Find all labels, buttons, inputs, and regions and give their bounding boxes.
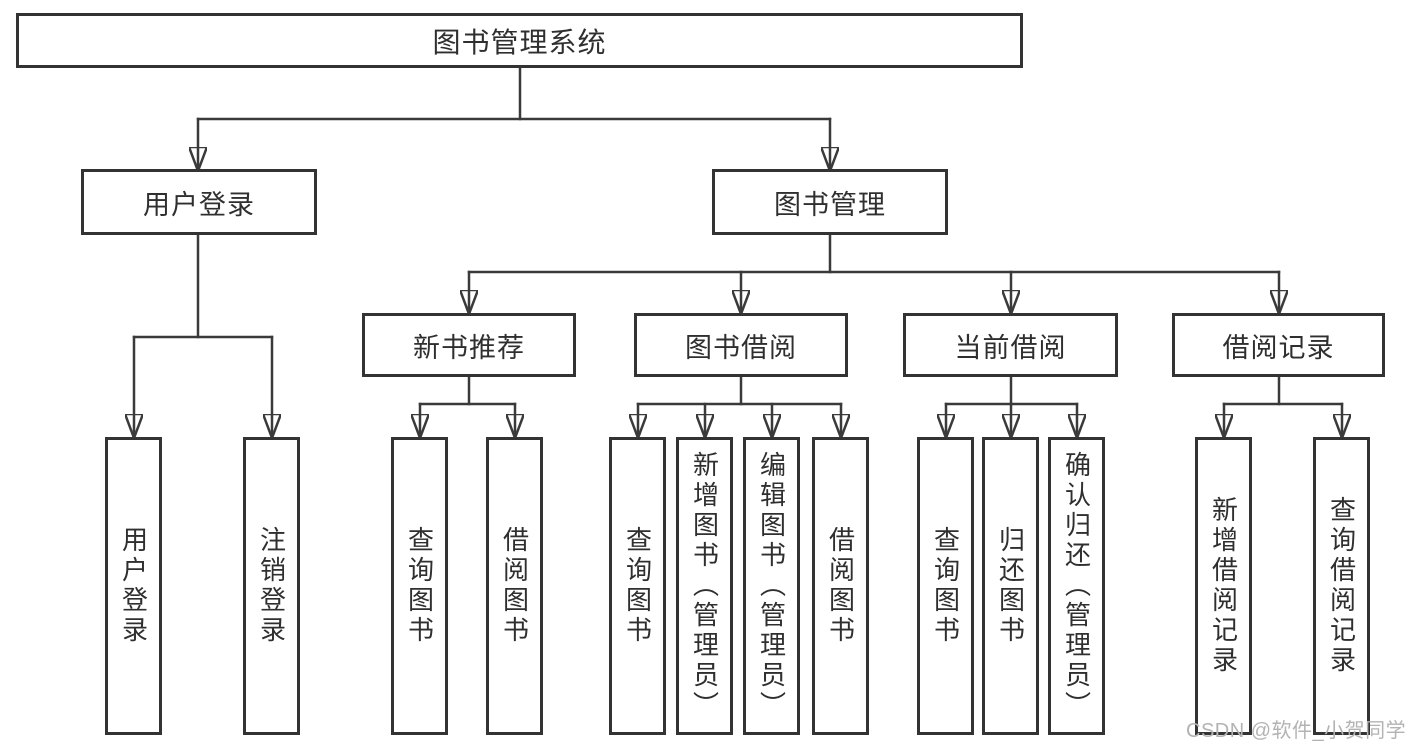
- connector-book-mgmt-to-level3: [469, 233, 1279, 315]
- node-logout: 注销登录: [243, 437, 300, 735]
- node-borrow-borrow-books-label: 借阅图书: [825, 526, 856, 646]
- node-logout-label: 注销登录: [256, 526, 287, 646]
- node-root-label: 图书管理系统: [432, 26, 607, 58]
- node-add-borrow-record-label: 新增借阅记录: [1208, 496, 1239, 676]
- node-book-borrow: 图书借阅: [634, 313, 848, 377]
- node-newbook-query-books-label: 查询图书: [404, 526, 435, 646]
- node-book-mgmt: 图书管理: [712, 169, 948, 235]
- node-book-mgmt-label: 图书管理: [774, 189, 886, 220]
- node-user-login-label: 用户登录: [143, 189, 255, 220]
- node-add-books-admin: 新增图书（管理员）: [676, 437, 733, 735]
- node-book-borrow-label: 图书借阅: [685, 332, 797, 363]
- node-query-borrow-record: 查询借阅记录: [1313, 437, 1370, 735]
- node-user-login-leaf-label: 用户登录: [118, 526, 149, 646]
- node-add-borrow-record: 新增借阅记录: [1195, 437, 1252, 735]
- node-confirm-return-admin-label: 确认归还（管理员）: [1061, 451, 1092, 721]
- node-return-books-label: 归还图书: [995, 526, 1026, 646]
- connector-current-borrow-children: [946, 375, 1077, 439]
- node-current-query-books: 查询图书: [917, 437, 974, 735]
- node-new-book-rec: 新书推荐: [362, 313, 576, 377]
- node-user-login-leaf: 用户登录: [105, 437, 162, 735]
- node-edit-books-admin-label: 编辑图书（管理员）: [756, 451, 787, 721]
- csdn-watermark: CSDN @软件_小贺同学: [1186, 720, 1405, 742]
- node-borrow-query-books: 查询图书: [609, 437, 666, 735]
- connector-borrow-records-children: [1224, 375, 1342, 439]
- node-root: 图书管理系统: [16, 13, 1023, 68]
- connector-root-to-level2: [198, 66, 830, 172]
- node-current-query-books-label: 查询图书: [930, 526, 961, 646]
- node-current-borrow-label: 当前借阅: [954, 332, 1067, 363]
- node-edit-books-admin: 编辑图书（管理员）: [743, 437, 800, 735]
- node-newbook-borrow-books: 借阅图书: [486, 437, 543, 735]
- node-borrow-borrow-books: 借阅图书: [812, 437, 869, 735]
- node-user-login: 用户登录: [81, 169, 317, 235]
- connector-book-borrow-children: [638, 375, 841, 439]
- node-newbook-query-books: 查询图书: [391, 437, 448, 735]
- node-confirm-return-admin: 确认归还（管理员）: [1048, 437, 1105, 735]
- node-add-books-admin-label: 新增图书（管理员）: [689, 451, 720, 721]
- connector-user-login-children: [134, 233, 272, 439]
- node-current-borrow: 当前借阅: [903, 313, 1118, 377]
- node-borrow-records-label: 借阅记录: [1222, 332, 1335, 363]
- node-new-book-rec-label: 新书推荐: [413, 332, 525, 363]
- node-borrow-records: 借阅记录: [1172, 313, 1385, 377]
- node-return-books: 归还图书: [982, 437, 1039, 735]
- node-borrow-query-books-label: 查询图书: [622, 526, 653, 646]
- connector-new-book-rec-children: [420, 375, 515, 439]
- node-query-borrow-record-label: 查询借阅记录: [1326, 496, 1357, 676]
- node-newbook-borrow-books-label: 借阅图书: [499, 526, 530, 646]
